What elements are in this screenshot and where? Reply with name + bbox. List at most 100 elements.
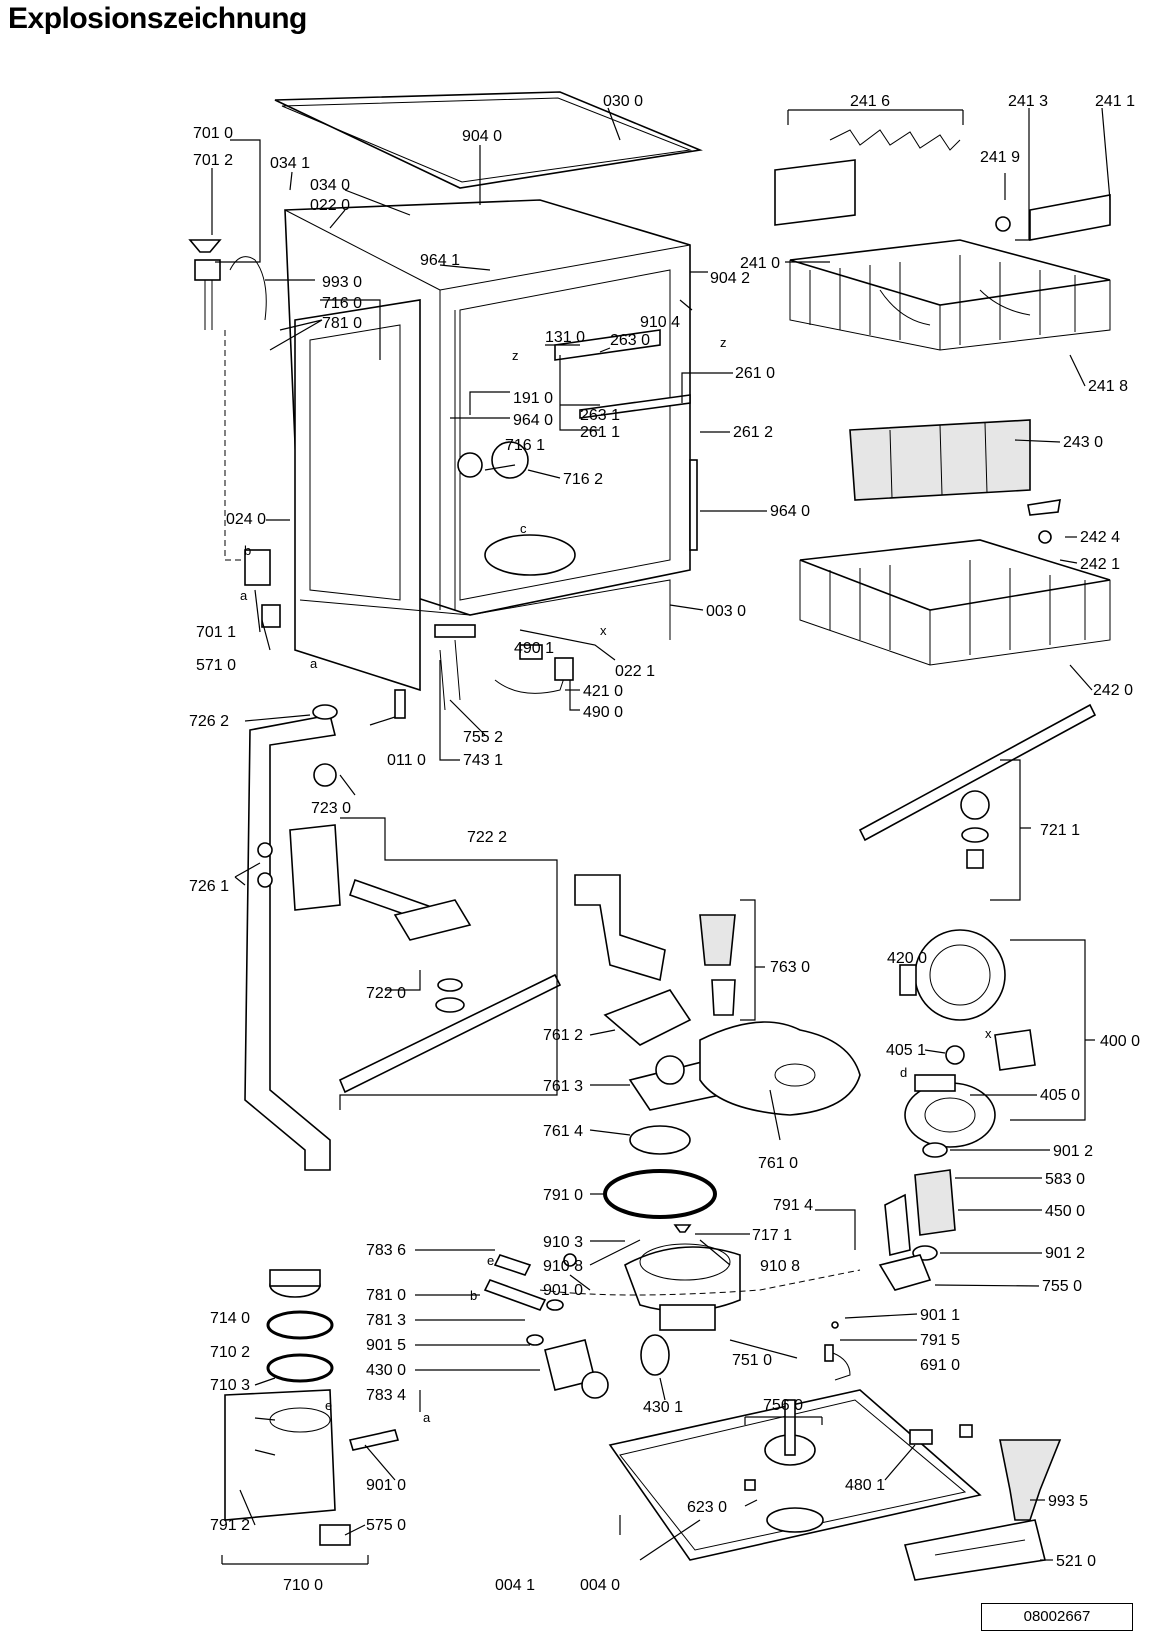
part-label: 261 0 xyxy=(735,365,775,382)
part-label: 263 0 xyxy=(610,332,650,349)
side-panel xyxy=(294,299,421,692)
part-label: 791 5 xyxy=(920,1332,960,1349)
part-label: 910 8 xyxy=(760,1258,800,1275)
part-label: 701 1 xyxy=(196,624,236,641)
part-label: 710 3 xyxy=(210,1377,250,1394)
part-label: 261 1 xyxy=(580,424,620,441)
marker-x: x xyxy=(600,623,607,638)
marker-x: x xyxy=(985,1026,992,1041)
part-label: 430 0 xyxy=(366,1362,406,1379)
part-label: 761 3 xyxy=(543,1078,583,1095)
part-label: 024 0 xyxy=(226,511,266,528)
part-label: 743 1 xyxy=(463,752,503,769)
page-title: Explosionszeichnung xyxy=(8,2,307,35)
lower-spray-arm xyxy=(338,973,562,1094)
part-label: 263 1 xyxy=(580,407,620,424)
connection-markers: a a a b b c d e e x x z z xyxy=(240,335,992,1425)
part-label: 405 0 xyxy=(1040,1087,1080,1104)
base-tray xyxy=(608,1389,982,1561)
part-label: 901 1 xyxy=(920,1307,960,1324)
part-label: 781 3 xyxy=(366,1312,406,1329)
part-label: 131 0 xyxy=(545,329,585,346)
funnel xyxy=(999,1439,1062,1521)
part-label: 241 6 xyxy=(850,93,890,110)
part-label: 901 2 xyxy=(1053,1143,1093,1160)
part-label: 490 1 xyxy=(514,640,554,657)
part-label: 964 0 xyxy=(770,503,810,520)
coarse-filter xyxy=(699,914,736,966)
part-label: 783 6 xyxy=(366,1242,406,1259)
part-label: 241 0 xyxy=(740,255,780,272)
part-label: 722 0 xyxy=(366,985,406,1002)
part-label: 901 0 xyxy=(543,1282,583,1299)
detergent-inlet xyxy=(491,441,529,479)
marker-a: a xyxy=(240,588,248,603)
part-label: 723 0 xyxy=(311,800,351,817)
fine-filter xyxy=(699,1021,861,1116)
part-label: 964 1 xyxy=(420,252,460,269)
marker-b: b xyxy=(244,543,251,558)
part-label: 756 0 xyxy=(763,1397,803,1414)
part-label: 726 1 xyxy=(189,878,229,895)
part-label: 242 1 xyxy=(1080,556,1120,573)
part-label: 241 3 xyxy=(1008,93,1048,110)
part-label: 901 5 xyxy=(366,1337,406,1354)
part-label: 521 0 xyxy=(1056,1553,1096,1570)
part-label: 716 0 xyxy=(322,295,362,312)
part-label: 191 0 xyxy=(513,390,553,407)
part-label: 701 2 xyxy=(193,152,233,169)
part-label: 034 1 xyxy=(270,155,310,172)
part-labels: 030 0 904 0 701 0 701 2 034 1 034 0 022 … xyxy=(189,93,1140,1594)
part-label: 583 0 xyxy=(1045,1171,1085,1188)
part-label: 910 4 xyxy=(640,314,680,331)
part-label: 761 4 xyxy=(543,1123,583,1140)
part-label: 791 0 xyxy=(543,1187,583,1204)
leader-lines xyxy=(211,107,1111,1565)
part-label: 480 1 xyxy=(845,1477,885,1494)
part-label: 726 2 xyxy=(189,713,229,730)
supply-pipe xyxy=(244,714,336,1171)
part-label: 575 0 xyxy=(366,1517,406,1534)
marker-b: b xyxy=(470,1288,477,1303)
part-label: 405 1 xyxy=(886,1042,926,1059)
part-label: 751 0 xyxy=(732,1352,772,1369)
part-label: 450 0 xyxy=(1045,1203,1085,1220)
part-label: 714 0 xyxy=(210,1310,250,1327)
circulation-pump xyxy=(914,929,1006,1021)
part-label: 430 1 xyxy=(643,1399,683,1416)
part-label: 763 0 xyxy=(770,959,810,976)
part-label: 242 0 xyxy=(1093,682,1133,699)
marker-a: a xyxy=(310,656,318,671)
control-panel xyxy=(903,1519,1046,1581)
part-label: 030 0 xyxy=(603,93,643,110)
part-label: 011 0 xyxy=(387,752,426,769)
part-label: 261 2 xyxy=(733,424,773,441)
part-label: 901 0 xyxy=(366,1477,406,1494)
hose-450 xyxy=(914,1169,956,1236)
part-label: 004 0 xyxy=(580,1577,620,1594)
part-label: 710 2 xyxy=(210,1344,250,1361)
marker-e: e xyxy=(325,1398,332,1413)
part-label: 691 0 xyxy=(920,1357,960,1374)
part-label: 241 1 xyxy=(1095,93,1135,110)
part-label: 964 0 xyxy=(513,412,553,429)
part-label: 721 1 xyxy=(1040,822,1080,839)
part-label: 004 1 xyxy=(495,1577,535,1594)
part-label: 022 1 xyxy=(615,663,655,680)
drawing xyxy=(188,91,1111,1581)
part-label: 910 3 xyxy=(543,1234,583,1251)
part-label: 022 0 xyxy=(310,197,350,214)
part-label: 781 0 xyxy=(366,1287,406,1304)
part-label: 755 0 xyxy=(1042,1278,1082,1295)
part-label: 783 4 xyxy=(366,1387,406,1404)
part-label: 755 2 xyxy=(463,729,503,746)
part-label: 034 0 xyxy=(310,177,350,194)
marker-c: c xyxy=(520,521,527,536)
part-label: 761 2 xyxy=(543,1027,583,1044)
upper-spray-arm xyxy=(858,703,1097,842)
part-label: 716 1 xyxy=(505,437,545,454)
part-label: 490 0 xyxy=(583,704,623,721)
part-label: 710 0 xyxy=(283,1577,323,1594)
part-label: 241 9 xyxy=(980,149,1020,166)
